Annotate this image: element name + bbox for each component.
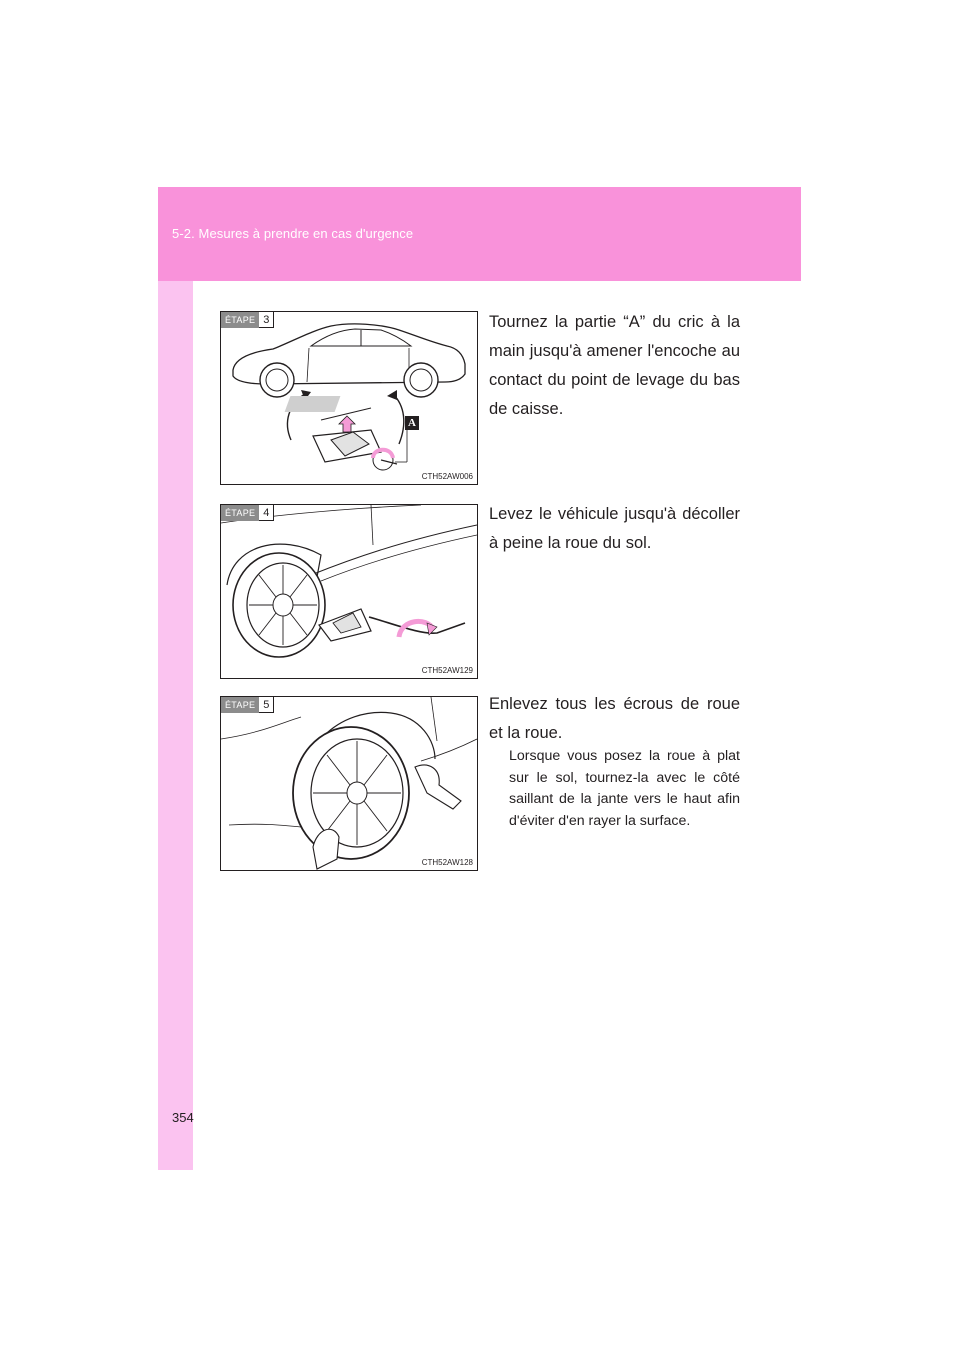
figure-step-3: A ÉTAPE 3 CTH52AW006: [220, 311, 478, 485]
step-word: ÉTAPE: [221, 312, 260, 328]
step-number: 3: [259, 312, 275, 328]
figure-code: CTH52AW128: [421, 858, 473, 867]
step-number: 4: [259, 505, 275, 521]
page-number: 354: [172, 1110, 194, 1125]
car-and-jack-illustration: [232, 323, 466, 471]
header-band: [158, 187, 801, 281]
lifting-car-illustration: [221, 505, 477, 658]
step-5-instruction: Enlevez tous les écrous de roue et la ro…: [489, 695, 740, 742]
step-badge: ÉTAPE 5: [221, 697, 275, 713]
figure-code: CTH52AW129: [421, 666, 473, 675]
step-number: 5: [259, 697, 275, 713]
step-5-note: Lorsque vous posez la roue à plat sur le…: [509, 748, 740, 829]
figure-code: CTH52AW006: [421, 472, 473, 481]
step-badge: ÉTAPE 4: [221, 505, 275, 521]
step-badge: ÉTAPE 3: [221, 312, 275, 328]
step-word: ÉTAPE: [221, 505, 260, 521]
step-word: ÉTAPE: [221, 697, 260, 713]
removing-wheel-illustration: [221, 697, 477, 870]
figure-step-4: ÉTAPE 4 CTH52AW129: [220, 504, 478, 679]
callout-label-a: A: [408, 417, 416, 429]
step-3-instruction: Tournez la partie “A” du cric à la main …: [489, 313, 740, 418]
step-4-instruction: Levez le véhicule jusqu'à décoller à pei…: [489, 505, 740, 552]
figure-step-5: ÉTAPE 5 CTH52AW128: [220, 696, 478, 871]
section-title: 5-2. Mesures à prendre en cas d'urgence: [172, 226, 414, 241]
